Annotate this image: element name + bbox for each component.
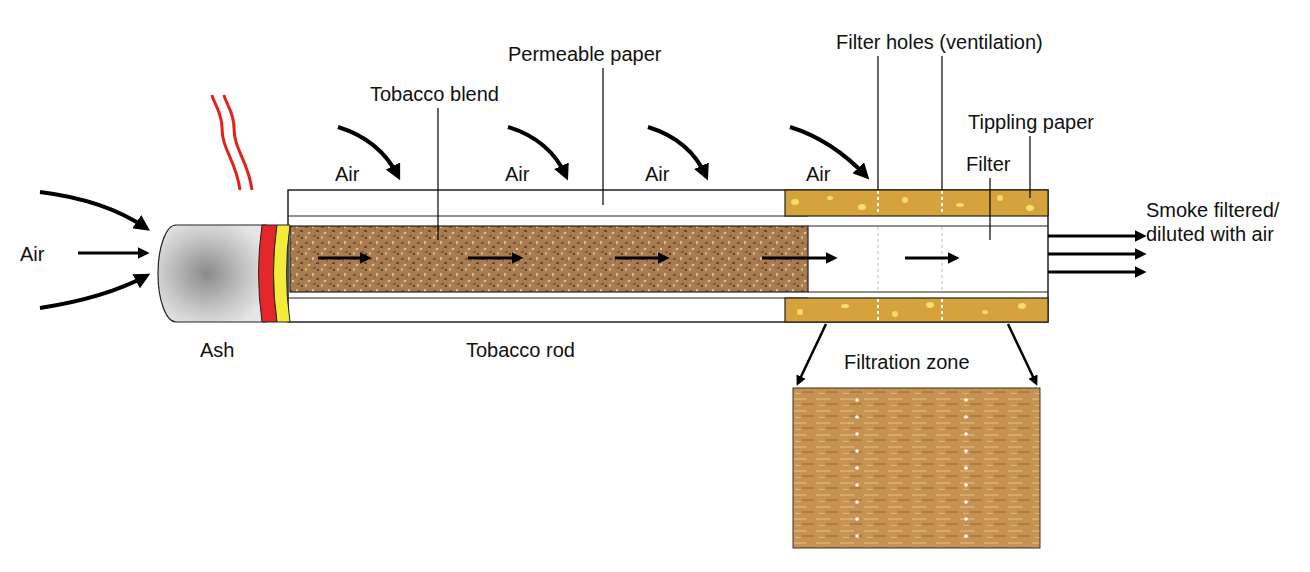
air-arrow (40, 192, 146, 228)
filtration-inset (793, 388, 1040, 548)
part-label: Air (20, 242, 44, 266)
ash-end (158, 225, 266, 322)
part-label: Air (335, 162, 359, 186)
inset-holes (855, 398, 968, 538)
part-label: Air (806, 162, 830, 186)
paper-line (288, 297, 808, 298)
leader-lines (438, 56, 1030, 240)
air-arrow (40, 276, 146, 308)
air-arrow (78, 252, 146, 255)
filter-line (808, 291, 1048, 292)
ventilation-holes (878, 191, 942, 321)
part-label: Tippling paper (968, 110, 1094, 134)
tobacco-blend (290, 226, 808, 292)
output-arrows (1048, 236, 1143, 272)
part-label: Filter holes (ventilation) (836, 30, 1043, 54)
part-label: Tobacco blend (370, 82, 499, 106)
ember-band (274, 225, 291, 322)
paper-line (288, 215, 808, 216)
smoke-line (224, 95, 252, 190)
zoom-arrow (1008, 324, 1036, 383)
part-label: Smoke filtered/ diluted with air (1146, 198, 1306, 246)
cigarette-rod (288, 190, 1048, 322)
tipping-paper (785, 190, 1048, 216)
zoom-arrow (798, 324, 826, 383)
filter-line (808, 225, 1048, 226)
part-label: Ash (200, 338, 234, 362)
part-label: Air (505, 162, 529, 186)
part-label: Tobacco rod (466, 338, 575, 362)
tipping-spots (791, 195, 1034, 317)
flow-arrows (318, 257, 956, 260)
tipping-paper (785, 298, 1048, 322)
part-label: Air (645, 162, 669, 186)
part-label: Filtration zone (844, 350, 970, 374)
part-label: Filter (966, 152, 1010, 176)
part-label: Permeable paper (508, 42, 661, 66)
